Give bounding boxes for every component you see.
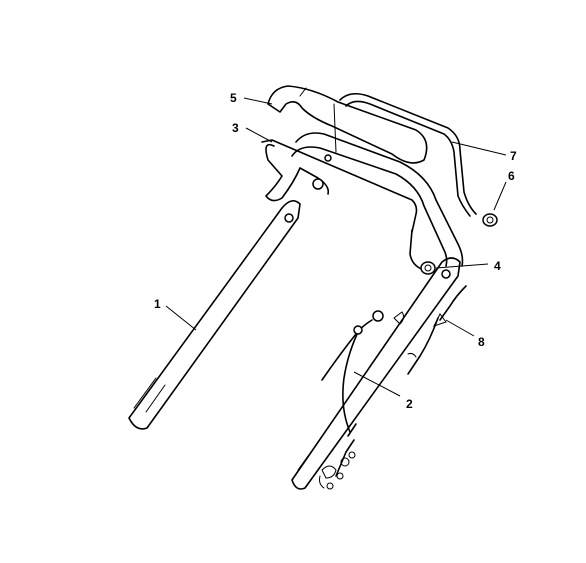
callout-4: 4 — [494, 259, 501, 273]
lower-handle-right — [291, 257, 461, 490]
cable-part-8 — [407, 285, 467, 375]
lower-handle-left — [128, 200, 301, 430]
leader-lines — [165, 97, 507, 397]
callout-5: 5 — [230, 91, 237, 105]
callout-6: 6 — [508, 169, 515, 183]
top-grip-bar — [267, 85, 428, 164]
callout-8: 8 — [478, 335, 485, 349]
callout-2: 2 — [406, 397, 413, 411]
knob-part-4 — [420, 261, 436, 275]
callout-3: 3 — [232, 121, 239, 135]
callout-1: 1 — [154, 297, 161, 311]
knob-part-6 — [482, 213, 498, 227]
cable-part-2 — [319, 310, 405, 490]
callout-7: 7 — [510, 149, 517, 163]
callout-labels: 1 2 3 4 5 6 7 8 — [154, 91, 517, 411]
upper-handle-frame — [261, 132, 464, 267]
